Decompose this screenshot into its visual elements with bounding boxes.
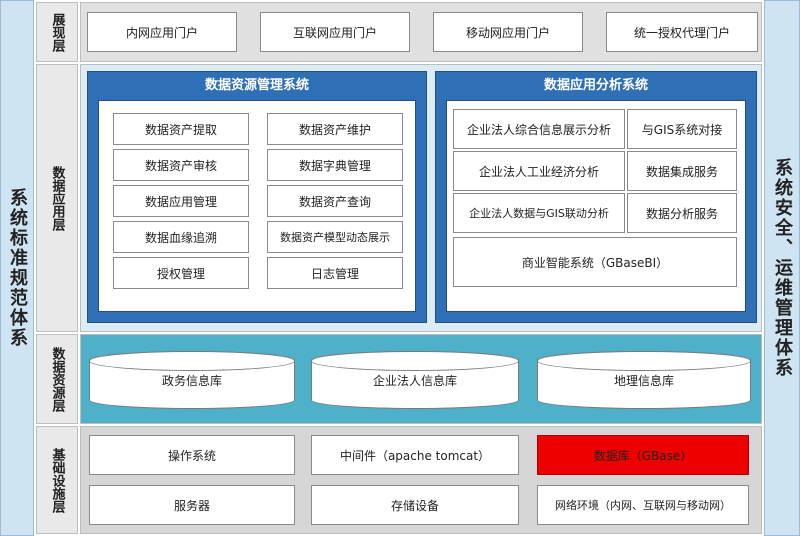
data-resource-layer: 数据资源层 政务信息库 企业法人信息库 地理信息库 <box>36 334 762 424</box>
resource-management-panel: 数据资源管理系统 数据资产提取 数据资产审核 数据应用管理 数据血缘追溯 授权管… <box>87 71 427 323</box>
asset-extraction-box: 数据资产提取 <box>113 113 249 145</box>
government-info-db-cylinder: 政务信息库 <box>89 351 295 409</box>
mobile-portal-box: 移动网应用门户 <box>433 12 583 52</box>
data-dictionary-box: 数据字典管理 <box>267 149 403 181</box>
infrastructure-layer: 基础设施层 操作系统 中间件（apache tomcat） 数据库（GBase）… <box>36 426 762 534</box>
presentation-layer: 展现层 内网应用门户 互联网应用门户 移动网应用门户 统一授权代理门户 <box>36 2 762 62</box>
asset-model-display-box: 数据资产模型动态展示 <box>267 221 403 253</box>
analysis-system-title: 数据应用分析系统 <box>543 78 648 93</box>
corporate-gis-linkage-box: 企业法人数据与GIS联动分析 <box>453 193 625 233</box>
presentation-layer-label: 展现层 <box>36 2 78 62</box>
analysis-system-inner: 企业法人综合信息展示分析 与GIS系统对接 企业法人工业经济分析 数据集成服务 … <box>446 100 746 312</box>
infrastructure-layer-label: 基础设施层 <box>36 426 78 534</box>
government-info-db-label: 政务信息库 <box>161 373 222 388</box>
security-ops-system-bar: 系统安全、运维管理体系 <box>764 0 800 536</box>
asset-query-box: 数据资产查询 <box>267 185 403 217</box>
database-box: 数据库（GBase） <box>537 435 749 475</box>
log-management-box: 日志管理 <box>267 257 403 289</box>
asset-maintenance-box: 数据资产维护 <box>267 113 403 145</box>
data-resource-layer-label: 数据资源层 <box>36 334 78 424</box>
analysis-system-panel: 数据应用分析系统 企业法人综合信息展示分析 与GIS系统对接 企业法人工业经济分… <box>435 71 757 323</box>
middleware-box: 中间件（apache tomcat） <box>311 435 519 475</box>
corporate-info-analysis-box: 企业法人综合信息展示分析 <box>453 109 625 149</box>
data-application-layer: 数据应用层 数据资源管理系统 数据资产提取 数据资产审核 数据应用管理 数据血缘… <box>36 64 762 332</box>
data-resource-layer-body: 政务信息库 企业法人信息库 地理信息库 <box>80 334 762 424</box>
storage-device-box: 存储设备 <box>311 485 519 525</box>
gis-integration-box: 与GIS系统对接 <box>627 109 737 149</box>
operating-system-box: 操作系统 <box>89 435 295 475</box>
server-box: 服务器 <box>89 485 295 525</box>
geographic-info-db-label: 地理信息库 <box>613 373 674 388</box>
data-application-layer-body: 数据资源管理系统 数据资产提取 数据资产审核 数据应用管理 数据血缘追溯 授权管… <box>80 64 762 332</box>
intranet-portal-box: 内网应用门户 <box>87 12 237 52</box>
corporate-info-db-cylinder: 企业法人信息库 <box>311 351 519 409</box>
presentation-layer-body: 内网应用门户 互联网应用门户 移动网应用门户 统一授权代理门户 <box>80 2 762 62</box>
resource-management-title: 数据资源管理系统 <box>204 78 309 93</box>
data-app-management-box: 数据应用管理 <box>113 185 249 217</box>
standards-system-bar: 系统标准规范体系 <box>0 0 34 536</box>
industrial-economy-analysis-box: 企业法人工业经济分析 <box>453 151 625 191</box>
authorization-management-box: 授权管理 <box>113 257 249 289</box>
network-environment-box: 网络环境（内网、互联网与移动网） <box>537 485 749 525</box>
data-analysis-service-box: 数据分析服务 <box>627 193 737 233</box>
corporate-info-db-label: 企业法人信息库 <box>372 373 457 388</box>
geographic-info-db-cylinder: 地理信息库 <box>537 351 751 409</box>
infrastructure-layer-body: 操作系统 中间件（apache tomcat） 数据库（GBase） 服务器 存… <box>80 426 762 534</box>
unified-auth-portal-box: 统一授权代理门户 <box>606 12 758 52</box>
asset-review-box: 数据资产审核 <box>113 149 249 181</box>
data-lineage-box: 数据血缘追溯 <box>113 221 249 253</box>
internet-portal-box: 互联网应用门户 <box>260 12 410 52</box>
resource-management-inner: 数据资产提取 数据资产审核 数据应用管理 数据血缘追溯 授权管理 数据资产维护 … <box>98 100 416 312</box>
business-intelligence-box: 商业智能系统（GBaseBI） <box>453 237 737 287</box>
data-application-layer-label: 数据应用层 <box>36 64 78 332</box>
data-integration-service-box: 数据集成服务 <box>627 151 737 191</box>
